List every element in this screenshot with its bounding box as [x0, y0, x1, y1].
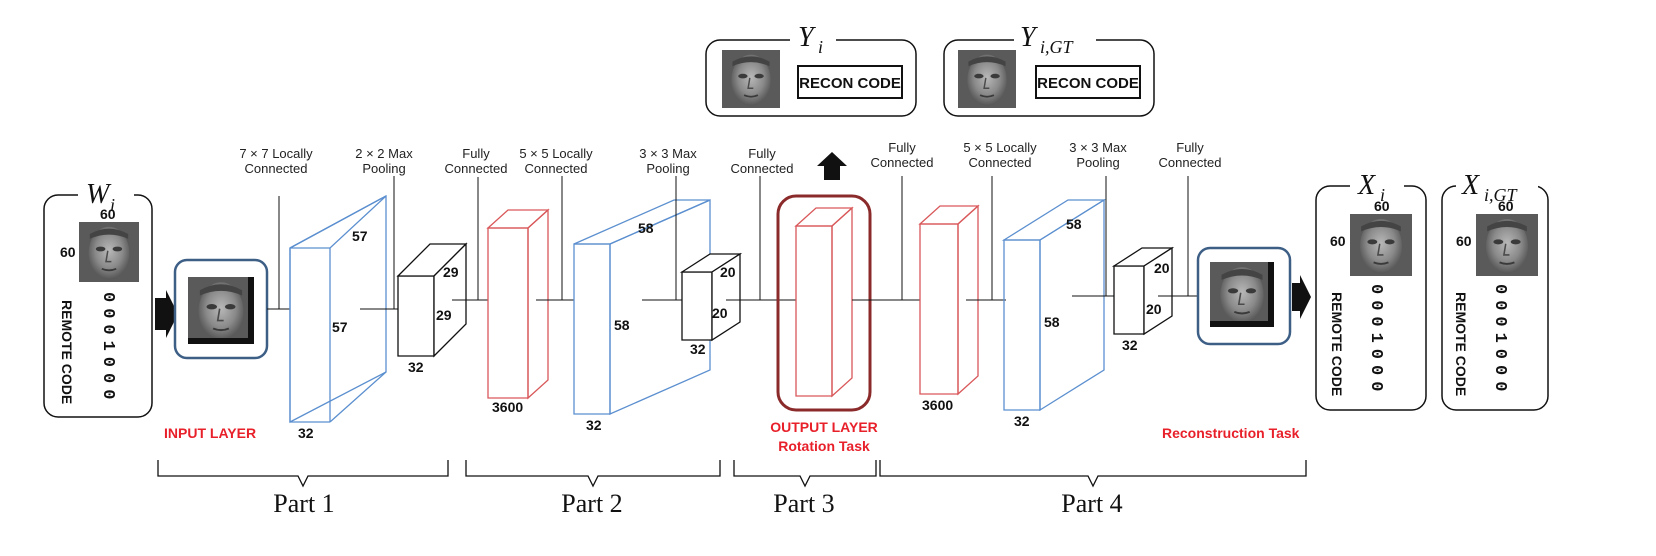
x-symbol: X: [1357, 170, 1376, 201]
lc1-dim-height: 57: [332, 319, 348, 335]
fc1-dim: 3600: [492, 399, 523, 415]
pool1-dim-a: 29: [443, 264, 459, 280]
ygt-face-image: [957, 49, 1017, 109]
output-layer: OUTPUT LAYER Rotation Task: [770, 194, 878, 454]
ygt-subscript: i,GT: [1040, 37, 1075, 57]
output-arrow-up: [817, 152, 847, 180]
fc-layer-1: [486, 208, 550, 400]
w-input-box: W i 60 60 0001000 REMOTE CODE: [43, 179, 153, 418]
y-face-image: [721, 49, 781, 109]
input-layer-label: INPUT LAYER: [164, 425, 256, 441]
pool1-dim-c: 32: [408, 359, 424, 375]
lc2-dim-channels: 32: [586, 417, 602, 433]
xgt-face-image: [1475, 213, 1539, 277]
w-face-image: [78, 221, 140, 283]
lc3-dim-depth: 58: [1066, 216, 1082, 232]
xgt-symbol: X: [1461, 170, 1480, 201]
pool3-dim-c: 32: [1122, 337, 1138, 353]
pool3-dim-b: 20: [1146, 301, 1162, 317]
lc3-dim-height: 58: [1044, 314, 1060, 330]
xgt-subscript: i,GT: [1484, 185, 1519, 205]
pool-layer-3: [1111, 246, 1175, 336]
part-3-label: Part 3: [773, 489, 834, 518]
x-size-top: 60: [1374, 198, 1390, 214]
output-arrow-right: [1292, 275, 1311, 319]
y-symbol: Y: [798, 22, 817, 53]
lc3-dim-channels: 32: [1014, 413, 1030, 429]
x-subscript: i: [1380, 185, 1385, 205]
pool2-dim-b: 20: [712, 305, 728, 321]
pool1-dim-b: 29: [436, 307, 452, 323]
pool-layer-2: [679, 252, 743, 342]
fc2-dim: 3600: [922, 397, 953, 413]
lc-layer-1: [289, 194, 387, 424]
w-size-top: 60: [100, 206, 116, 222]
y-subscript: i: [818, 37, 823, 57]
xgt-remote-code-label: REMOTE CODE: [1453, 292, 1469, 396]
x-remote-code-label: REMOTE CODE: [1329, 292, 1345, 396]
part-4-label: Part 4: [1061, 489, 1122, 518]
xgt-output-box: X i,GT 60 60 0001000 REMOTE CODE: [1441, 170, 1549, 411]
lc2-dim-depth: 58: [638, 220, 654, 236]
xgt-remote-bits: 0001000: [1490, 284, 1509, 397]
fc-layer-2: [918, 204, 980, 396]
w-remote-bits: 0001000: [98, 292, 117, 405]
lc1-dim-channels: 32: [298, 425, 314, 441]
part-2-label: Part 2: [561, 489, 622, 518]
lc-layer-2: [573, 199, 711, 415]
ygt-recon-code: RECON CODE: [1037, 75, 1139, 92]
pool-layer-1: [396, 242, 468, 358]
y-output-box: Y i RECON CODE: [705, 22, 917, 117]
lc2-dim-height: 58: [614, 317, 630, 333]
ygt-symbol: Y: [1020, 22, 1039, 53]
w-remote-code-label: REMOTE CODE: [59, 300, 75, 404]
lc1-dim-depth: 57: [352, 228, 368, 244]
rotation-task-label: Rotation Task: [778, 438, 870, 454]
x-remote-bits: 0001000: [1366, 284, 1385, 397]
pool3-dim-a: 20: [1154, 260, 1170, 276]
pool2-dim-a: 20: [720, 264, 736, 280]
output-layer-label: OUTPUT LAYER: [770, 419, 878, 435]
x-face-image: [1349, 213, 1413, 277]
ygt-output-box: Y i,GT RECON CODE: [943, 22, 1155, 117]
reconstruction-layer: Reconstruction Task: [1162, 246, 1300, 441]
xgt-size-left: 60: [1456, 233, 1472, 249]
part-braces: [157, 460, 1307, 488]
w-size-left: 60: [60, 244, 76, 260]
xgt-size-top: 60: [1498, 198, 1514, 214]
w-subscript: i: [110, 195, 115, 215]
pool2-dim-c: 32: [690, 341, 706, 357]
w-symbol: W: [86, 179, 112, 210]
input-arrow: [155, 290, 178, 338]
x-size-left: 60: [1330, 233, 1346, 249]
input-layer: INPUT LAYER: [164, 258, 269, 441]
y-recon-code: RECON CODE: [799, 75, 901, 92]
lc-layer-3: [1001, 198, 1107, 412]
part-1-label: Part 1: [273, 489, 334, 518]
reconstruction-task-label: Reconstruction Task: [1162, 425, 1300, 441]
x-output-box: X i 60 60 0001000 REMOTE CODE: [1315, 170, 1427, 411]
